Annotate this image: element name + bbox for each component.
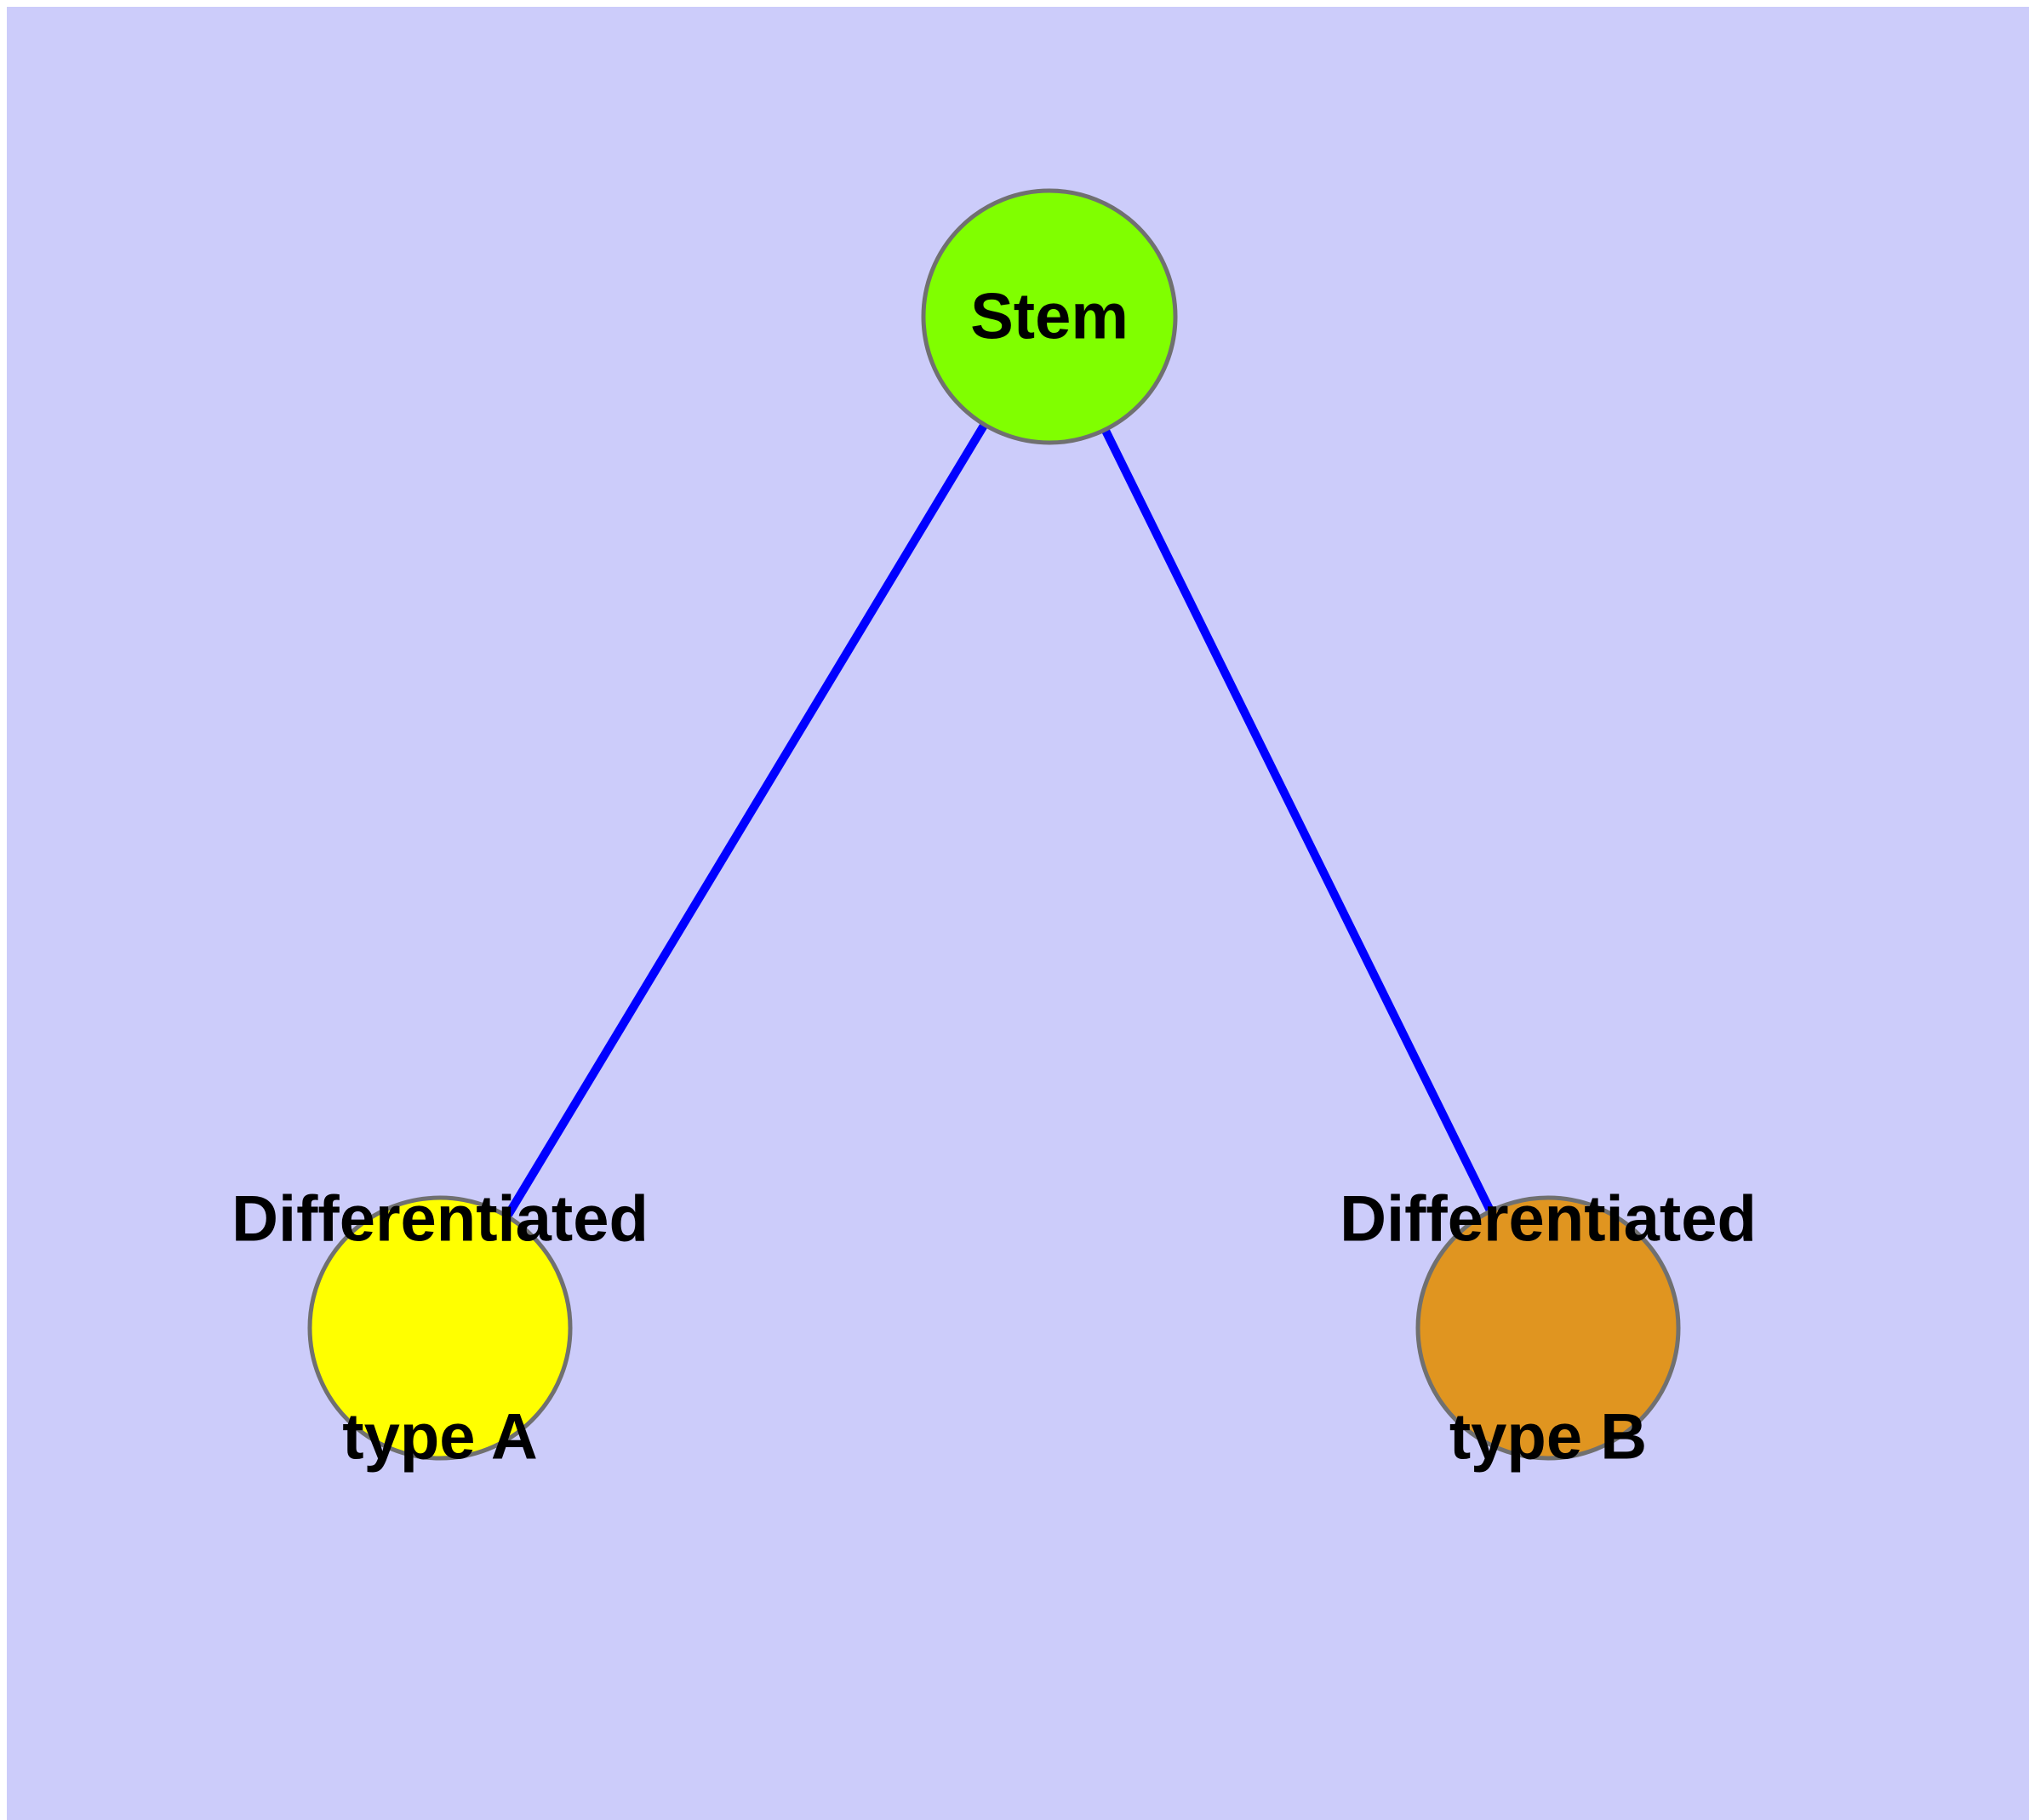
edge-stem-diff-b <box>1045 314 1552 1331</box>
node-differentiated-type-b[interactable] <box>1415 1195 1681 1461</box>
node-layer <box>307 188 1681 1461</box>
edge-stem-diff-a <box>436 314 1054 1331</box>
node-differentiated-type-a[interactable] <box>307 1195 573 1461</box>
node-stem[interactable] <box>921 188 1178 445</box>
edge-layer <box>436 314 1552 1331</box>
